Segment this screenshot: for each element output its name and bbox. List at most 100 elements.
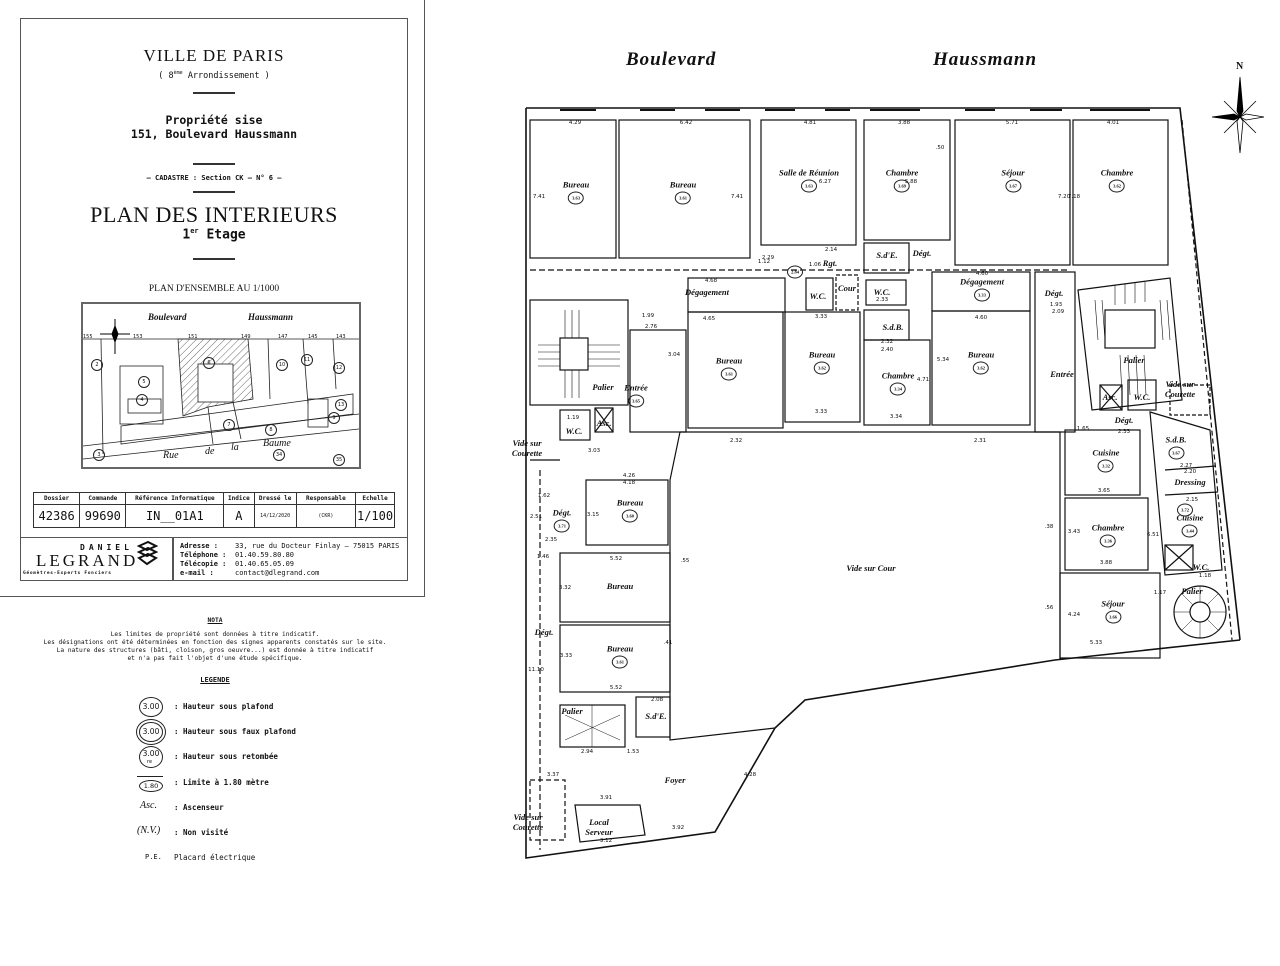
dimension-label: 7.41 bbox=[532, 194, 546, 200]
ceiling-height-badge: 3.63 bbox=[568, 191, 584, 205]
dimension-label: 2.27 bbox=[1179, 463, 1193, 469]
room-label: Dégt. bbox=[913, 248, 932, 258]
dimension-label: 4.60 bbox=[974, 315, 988, 321]
floor-label: 1er Etage bbox=[20, 227, 408, 242]
dimension-label: 3.43 bbox=[1067, 529, 1081, 535]
dimension-label: 6.42 bbox=[679, 120, 693, 126]
dimension-label: 3.04 bbox=[667, 352, 681, 358]
ceiling-height-badge: 3.65 bbox=[628, 394, 644, 408]
room-label: S.d'E. bbox=[876, 250, 897, 260]
room-name: Asc. bbox=[1102, 392, 1118, 402]
dimension-label: 3.15 bbox=[586, 512, 600, 518]
dimension-label: 5.33 bbox=[1089, 640, 1103, 646]
contact-label: Télécopie : bbox=[180, 560, 227, 568]
dimension-label: 1.46 bbox=[536, 554, 550, 560]
room-name: Palier bbox=[561, 706, 583, 716]
room-name: Asc. bbox=[596, 418, 612, 428]
legend-electric-cupboard-symbol: P.E. bbox=[145, 853, 162, 861]
room-name: Local Serveur bbox=[585, 817, 613, 837]
room-label: Vide sur Courette bbox=[505, 812, 551, 832]
room-name: Entrée bbox=[624, 382, 648, 393]
room-name: Chambre bbox=[885, 167, 919, 178]
legend-label: Placard électrique bbox=[174, 853, 256, 862]
overview-street-number: 149 bbox=[241, 334, 251, 340]
legend-label: : Non visité bbox=[174, 828, 229, 837]
room-label: W.C. bbox=[1134, 392, 1151, 402]
company-tagline: Géomètres-Experts Fonciers bbox=[23, 571, 112, 576]
room-name: W.C. bbox=[809, 291, 827, 301]
dimension-label: 4.24 bbox=[1067, 612, 1081, 618]
floor-suffix: er bbox=[190, 227, 199, 235]
ceiling-height-badge: 3.61 bbox=[612, 655, 628, 669]
dimension-label: 4.60 bbox=[975, 271, 989, 277]
contact-label: Adresse : bbox=[180, 542, 218, 550]
room-label: Palier bbox=[561, 706, 582, 716]
plan-street-haussmann: Haussmann bbox=[933, 49, 1038, 70]
overview-plan-drawing bbox=[83, 319, 359, 460]
dimension-label: 2.33 bbox=[875, 297, 889, 303]
dimension-label: 2.32 bbox=[880, 339, 894, 345]
nota-line: et n'a pas fait l'objet d'une étude spéc… bbox=[127, 655, 303, 662]
legend-not-visited-symbol: (N.V.) bbox=[137, 825, 161, 836]
nota-line: La nature des structures (bâti, cloison,… bbox=[56, 647, 374, 654]
legend-limit-line bbox=[137, 776, 163, 777]
dimension-label: 2.35 bbox=[544, 537, 558, 543]
arrondissement: ( 8ème Arrondissement ) bbox=[158, 70, 270, 81]
dimension-label: 2.14 bbox=[824, 247, 838, 253]
room-name: W.C. bbox=[1133, 392, 1151, 402]
room-name: Dégt. bbox=[1114, 415, 1134, 425]
room-label: 3.72 bbox=[1177, 502, 1193, 517]
overview-parcel-number: 11 bbox=[301, 354, 313, 366]
room-label: Dégt. bbox=[1045, 288, 1064, 298]
legend-false-ceiling-symbol: 3.00 bbox=[139, 722, 163, 742]
dimension-label: 4.28 bbox=[743, 772, 757, 778]
ceiling-height-badge: 3.72 bbox=[1177, 503, 1193, 517]
room-name: Dégagement bbox=[960, 276, 1004, 287]
room-name: Chambre bbox=[1091, 522, 1125, 533]
dimension-label: 4.81 bbox=[803, 120, 817, 126]
info-table-value-cell: A bbox=[223, 504, 255, 528]
room-label: Dressing bbox=[1174, 477, 1205, 487]
overview-parcel-number: 34 bbox=[273, 449, 285, 461]
dimension-label: 4.71 bbox=[916, 377, 930, 383]
legend-label: : Hauteur sous plafond bbox=[174, 702, 274, 711]
company-name: LEGRAND bbox=[36, 551, 139, 570]
legend-ceiling-height-symbol: 3.00 bbox=[139, 697, 163, 717]
dimension-label: 7.18 bbox=[1067, 194, 1081, 200]
room-name: Bureau bbox=[715, 355, 743, 366]
room-name: Bureau bbox=[562, 179, 590, 190]
dimension-label: 1.19 bbox=[566, 415, 580, 421]
room-label: Bureau bbox=[607, 581, 633, 591]
room-label: Dégt. bbox=[535, 627, 554, 637]
room-label: Dégagement bbox=[685, 287, 729, 297]
dimension-label: 11.10 bbox=[528, 667, 544, 673]
legend-label: : Ascenseur bbox=[174, 803, 224, 812]
dimension-label: 5.52 bbox=[609, 556, 623, 562]
floor-text: Etage bbox=[206, 227, 246, 243]
room-name: S.d.B. bbox=[882, 322, 904, 332]
dimension-label: 3.65 bbox=[1097, 488, 1111, 494]
room-name: S.d'E. bbox=[876, 250, 898, 260]
room-name: S.d'E. bbox=[645, 711, 667, 721]
room-name: Bureau bbox=[606, 643, 634, 654]
overview-parcel-number: 4 bbox=[136, 394, 148, 406]
room-name: Salle de Réunion bbox=[779, 167, 839, 178]
overview-north-arrow-icon bbox=[100, 319, 130, 354]
dimension-label: 1.18 bbox=[1198, 573, 1212, 579]
dimension-label: 3.03 bbox=[587, 448, 601, 454]
divider bbox=[193, 258, 235, 260]
dimension-label: 3.37 bbox=[546, 772, 560, 778]
divider bbox=[193, 191, 235, 193]
dimension-label: 1.65 bbox=[1076, 426, 1090, 432]
overview-street-1: Boulevard bbox=[148, 312, 187, 322]
overview-parcel-number: 13 bbox=[335, 399, 347, 411]
room-label: Entrée bbox=[1050, 369, 1074, 379]
dimension-label: 2.40 bbox=[880, 347, 894, 353]
contact-value: 33, rue du Docteur Finlay – 75015 PARIS bbox=[235, 542, 400, 550]
